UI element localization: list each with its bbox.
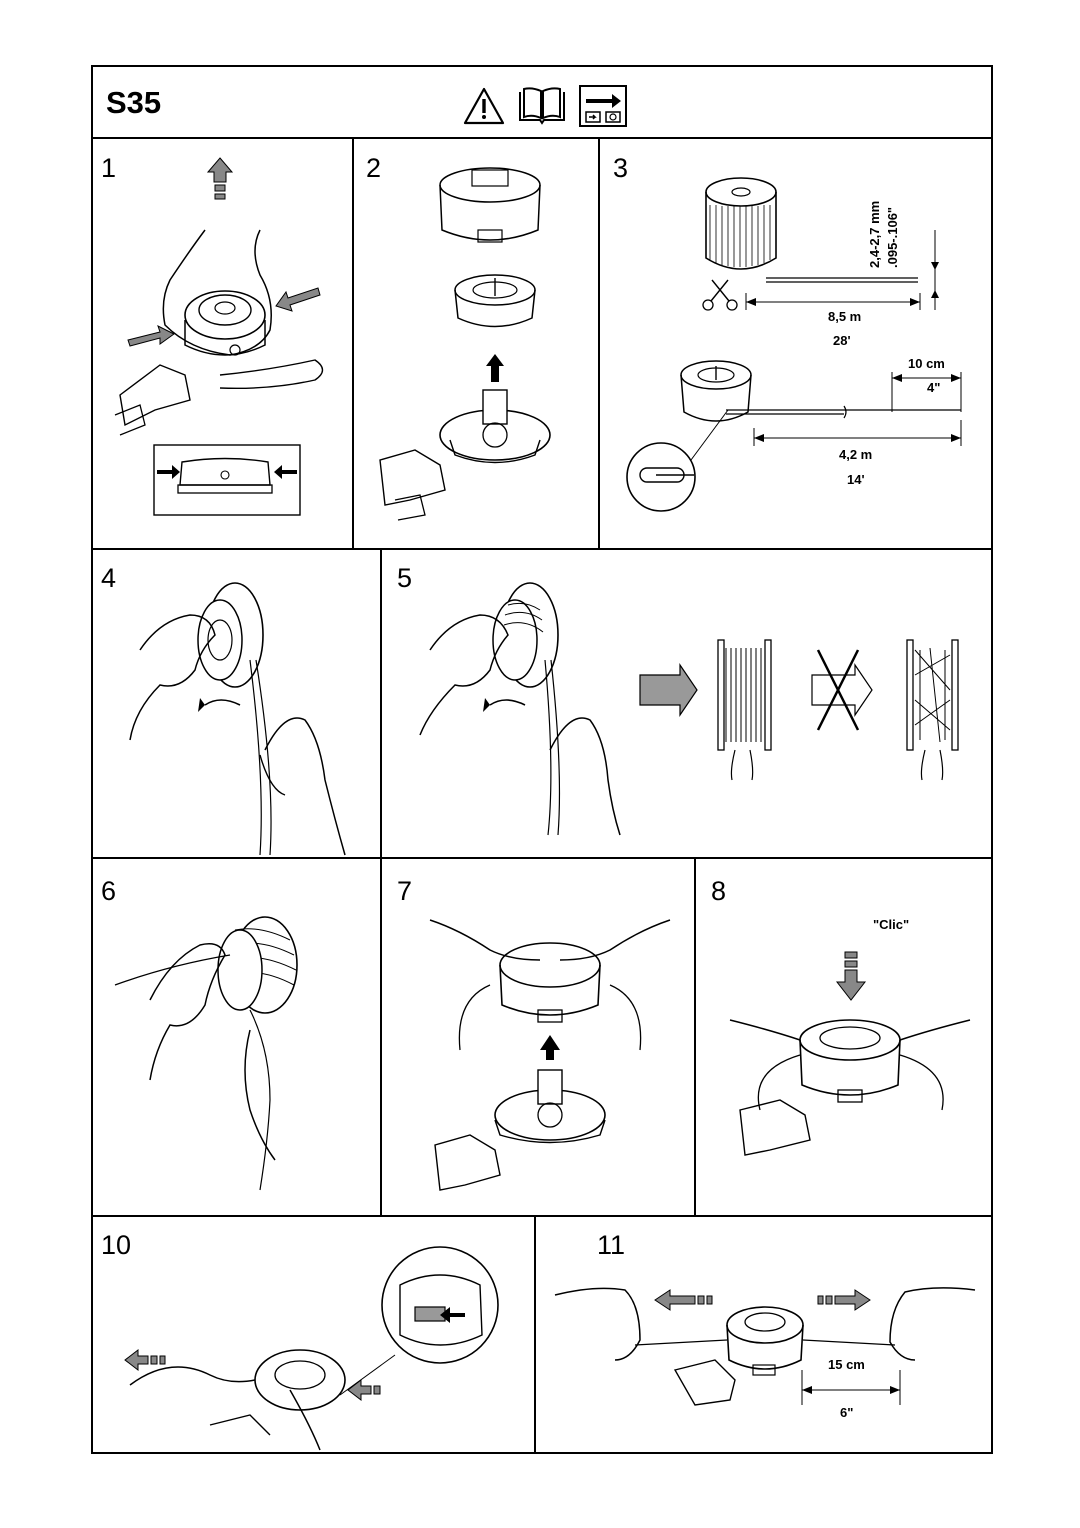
model-title: S35 [106, 85, 162, 120]
manual-book-icon [519, 87, 565, 125]
step4-illustration [129, 582, 346, 856]
down-arrow-icon [835, 951, 867, 1001]
divider [352, 137, 354, 548]
click-label: "Clic" [873, 917, 910, 932]
switch-panel-icon [579, 85, 627, 127]
step11-illustration [554, 1287, 976, 1406]
step-number: 5 [397, 563, 413, 593]
end-length-label: 10 cm [908, 356, 945, 371]
step-number: 3 [613, 153, 629, 183]
step8-illustration [729, 951, 971, 1156]
left-arrow-icon [124, 1348, 166, 1372]
warning-triangle-icon [463, 87, 505, 125]
step7-illustration [429, 919, 671, 1191]
step2-illustration [379, 167, 551, 521]
step6-illustration [114, 916, 298, 1191]
step-number: 10 [101, 1230, 132, 1260]
step5-illustration [419, 582, 959, 836]
scissors-icon [702, 279, 738, 311]
line-diameter-label: .095-.106" [885, 206, 900, 268]
half-length-label: 14' [847, 472, 865, 487]
step-number: 1 [101, 153, 117, 183]
divider [534, 1215, 536, 1454]
left-arrow-icon [654, 1289, 713, 1311]
right-arrow-icon [817, 1289, 871, 1311]
cut-length-label: 6" [840, 1405, 854, 1420]
step-number: 7 [397, 876, 413, 906]
divider [91, 137, 993, 139]
divider [91, 548, 993, 550]
divider [91, 857, 993, 859]
step3-illustration [626, 177, 962, 512]
cut-length-label: 15 cm [828, 1357, 865, 1372]
up-arrow-icon [206, 157, 234, 200]
step-number: 2 [366, 153, 382, 183]
divider [380, 548, 382, 1215]
step-number: 6 [101, 876, 117, 906]
step-number: 8 [711, 876, 727, 906]
line-diameter-label: 2,4-2,7 mm [867, 200, 882, 268]
correct-winding [717, 639, 772, 781]
step10-illustration [124, 1246, 499, 1451]
half-length-label: 4,2 m [839, 447, 873, 462]
left-arrow-icon [347, 1378, 381, 1402]
step1-illustration [114, 157, 324, 516]
divider [91, 1215, 993, 1217]
end-length-label: 4" [927, 380, 941, 395]
instruction-sheet-frame [91, 65, 993, 1454]
length-label: 8,5 m [828, 309, 862, 324]
step-number: 11 [597, 1230, 626, 1260]
divider [598, 137, 600, 548]
length-label: 28' [833, 333, 851, 348]
divider [694, 857, 696, 1215]
step-number: 4 [101, 563, 117, 593]
incorrect-winding [906, 639, 959, 781]
